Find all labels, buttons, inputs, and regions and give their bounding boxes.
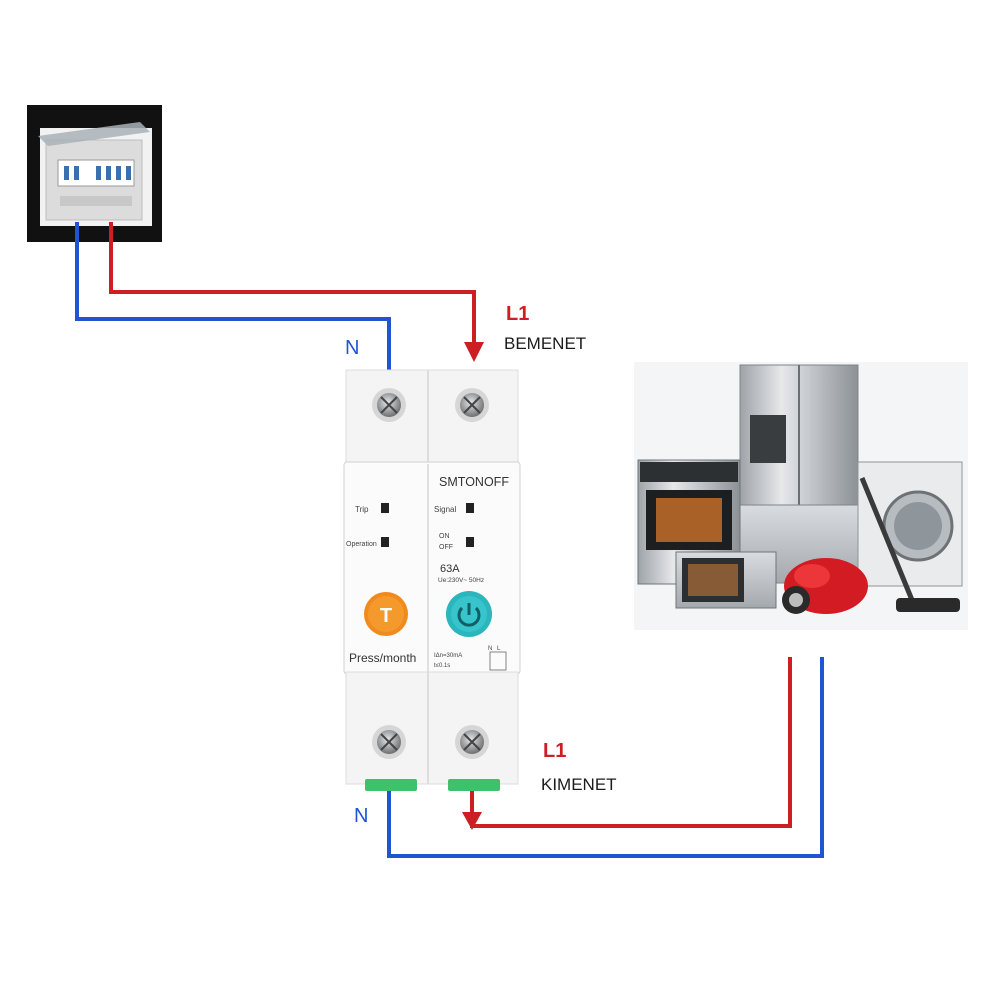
input-line-label: L1 <box>506 303 529 325</box>
signal-label: Signal <box>434 505 456 514</box>
terminal-screw-bottom-l <box>455 725 489 759</box>
trip-time-label: t≤0.1s <box>434 663 450 669</box>
live-output-arrow <box>462 812 482 830</box>
output-text-label: KIMENET <box>541 775 617 794</box>
appliances-image <box>634 362 968 630</box>
voltage-label: Ue:230V~ 50Hz <box>438 577 484 584</box>
leak-current-label: IΔn=30mA <box>434 653 462 659</box>
terminal-screw-bottom-n <box>372 725 406 759</box>
live-input-arrow <box>464 342 484 362</box>
output-line-label: L1 <box>543 740 566 762</box>
signal-indicator <box>466 503 474 513</box>
trip-indicator <box>381 503 389 513</box>
neutral-wire-input <box>75 222 391 392</box>
neutral-bottom-label: N <box>354 805 368 827</box>
off-label: OFF <box>439 544 453 551</box>
distribution-panel-image <box>27 105 162 242</box>
test-button[interactable]: T <box>364 592 408 636</box>
power-button[interactable] <box>446 591 492 637</box>
live-wire-output <box>470 657 792 828</box>
test-button-letter: T <box>380 605 392 627</box>
live-wire-input <box>109 222 476 350</box>
on-off-indicator <box>466 537 474 547</box>
terminal-n-mark: N <box>488 646 492 652</box>
smart-breaker: SMTONOFF Trip Operation Signal ON OFF 63… <box>343 369 521 791</box>
trip-label: Trip <box>355 505 369 514</box>
power-icon <box>457 603 481 627</box>
wiring-symbol <box>489 651 507 671</box>
neutral-wire-output <box>387 657 824 858</box>
input-text-label: BEMENET <box>504 334 586 353</box>
on-label: ON <box>439 533 450 540</box>
operation-label: Operation <box>346 541 377 548</box>
operation-indicator <box>381 537 389 547</box>
terminal-screw-top-n <box>372 388 406 422</box>
rating-label: 63A <box>440 563 460 575</box>
neutral-top-label: N <box>345 337 359 359</box>
press-month-label: Press/month <box>349 651 416 665</box>
terminal-screw-top-l <box>455 388 489 422</box>
breaker-brand: SMTONOFF <box>439 475 509 489</box>
terminal-l-mark: L <box>497 646 501 652</box>
